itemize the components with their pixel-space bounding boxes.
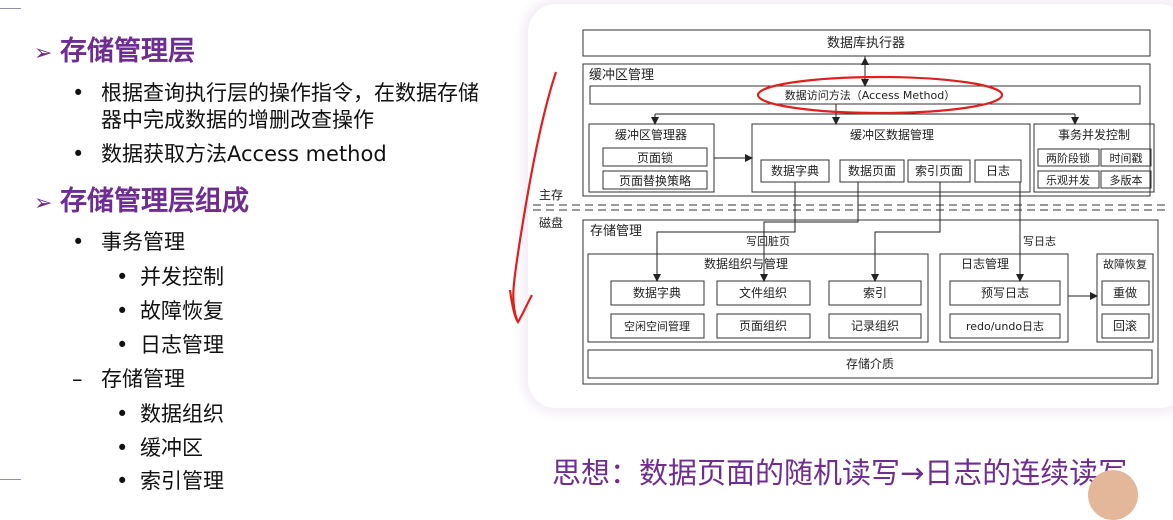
data-org-item: 索引 (863, 286, 887, 300)
data-org-label: 数据组织与管理 (704, 256, 788, 271)
bullet-tx-manage-text: 事务管理 (101, 230, 185, 254)
bullet-dot-icon: • (72, 142, 85, 166)
sub-bullet-text: 并发控制 (140, 265, 224, 289)
heading-storage-layer-text: 存储管理层 (60, 36, 195, 67)
heading-storage-components: ➢ 存储管理层组成 (34, 186, 249, 220)
access-method-highlight (756, 75, 1004, 115)
tx-item-box (1100, 170, 1152, 189)
heading-storage-components-text: 存储管理层组成 (60, 186, 249, 217)
log-item-box (949, 313, 1061, 339)
tx-concurrency-box (1033, 123, 1155, 193)
bullet-access-method-text: 数据获取方法Access method (101, 142, 387, 166)
buffer-item-index: 索引页面 (915, 164, 963, 178)
heading-storage-layer: ➢ 存储管理层 (34, 36, 195, 70)
data-org-box (587, 253, 929, 343)
log-item-wal: 预写日志 (981, 286, 1029, 300)
data-org-item: 数据字典 (633, 285, 681, 300)
recovery-item-box (1101, 280, 1150, 306)
bullet-dot-icon: • (72, 230, 85, 254)
bullet-storage-manage-text: 存储管理 (101, 367, 185, 391)
recovery-item-rollback: 回滚 (1113, 318, 1137, 333)
buffer-data-mgmt-label: 缓冲区数据管理 (850, 127, 934, 142)
bullet-dot-icon: • (72, 81, 85, 105)
executor-box (582, 29, 1151, 57)
dict-to-disk-arrow (653, 182, 796, 282)
fault-recovery-label: 故障恢复 (1103, 257, 1147, 271)
buffer-item-page: 数据页面 (848, 163, 896, 178)
executor-label: 数据库执行器 (827, 35, 905, 51)
dash-bullet: – (72, 367, 83, 391)
buffer-mgmt-label: 缓冲区管理 (589, 68, 654, 83)
presenter-avatar (1088, 470, 1138, 520)
tx-item-box (1100, 148, 1152, 167)
slide-frame-curve (0, 8, 21, 480)
page-lock-box (602, 147, 708, 167)
tx-item-box (1037, 170, 1100, 189)
tx-item-timestamp: 时间戳 (1110, 152, 1143, 165)
bullet-dot-icon: • (116, 436, 129, 460)
data-org-item: 文件组织 (739, 285, 787, 300)
annotation-bracket (512, 71, 558, 321)
storage-mgmt-box (582, 219, 1159, 385)
access-method-label: 数据访问方法（Access Method） (785, 88, 955, 102)
data-org-item-box (610, 313, 705, 339)
storage-media-label: 存储介质 (846, 356, 894, 371)
disk-label: 磁盘 (539, 215, 563, 230)
slide: ➢ 存储管理层 • 根据查询执行层的操作指令，在数据存储器中完成数据的增删改查操作… (0, 4, 1173, 520)
log-mgmt-label: 日志管理 (961, 256, 1009, 271)
storage-mgmt-label: 存储管理 (590, 224, 642, 239)
buffer-manager-label: 缓冲区管理器 (615, 127, 687, 142)
arrow-bullet-icon: ➢ (34, 41, 53, 66)
bullet-dot-icon: • (116, 333, 129, 357)
data-org-item: 记录组织 (851, 319, 899, 333)
bullet-dot-icon: • (116, 402, 129, 426)
buffer-item-log: 日志 (986, 164, 1010, 178)
page-replace-box (602, 170, 708, 190)
page-lock-label: 页面锁 (637, 150, 673, 165)
log-mgmt-box (939, 253, 1069, 343)
diagram-card (528, 4, 1173, 408)
index-to-disk-arrow (871, 182, 941, 282)
sub-bullet-text: 故障恢复 (140, 299, 224, 323)
tx-item-box (1037, 148, 1100, 167)
page-writeback-arrow (760, 182, 859, 282)
buffer-item-box (907, 159, 971, 183)
tx-item-mvcc: 多版本 (1110, 173, 1143, 187)
annotation-arrowhead (508, 289, 533, 324)
idea-caption: 思想：数据页面的随机读写→日志的连续读写 (552, 456, 1128, 490)
arrow-bullet-icon: ➢ (34, 191, 53, 216)
buffer-item-dict: 数据字典 (771, 163, 819, 178)
tx-concurrency-label: 事务并发控制 (1058, 127, 1130, 142)
write-log-label: 写日志 (1023, 235, 1056, 248)
buffer-item-box (839, 159, 905, 183)
main-memory-label: 主存 (539, 188, 563, 202)
storage-architecture-diagram: 数据库执行器 缓冲区管理 数据访问方法（Access Method） 缓冲区管理… (508, 29, 1165, 385)
sub-bullet-text: 数据组织 (140, 402, 224, 426)
log-item-redo-undo: redo/undo日志 (966, 320, 1044, 333)
tx-item-optimistic: 乐观并发 (1046, 173, 1090, 187)
buffer-item-box (974, 159, 1022, 183)
sub-bullet-text: 缓冲区 (140, 436, 203, 460)
sub-bullet-text: 日志管理 (140, 333, 224, 357)
bullet-dot-icon: • (116, 265, 129, 289)
storage-media-box (587, 349, 1153, 379)
data-org-item-box (828, 313, 922, 339)
page-replace-label: 页面替换策略 (619, 173, 691, 188)
bullet-operation-text: 根据查询执行层的操作指令，在数据存储器中完成数据的增删改查操作 (101, 81, 479, 132)
log-item-box (949, 280, 1061, 306)
recovery-item-redo: 重做 (1113, 285, 1137, 300)
recovery-item-box (1101, 313, 1150, 339)
data-org-item: 空闲空间管理 (624, 319, 690, 333)
write-dirty-label: 写回脏页 (746, 235, 790, 248)
data-org-item: 页面组织 (739, 319, 787, 333)
data-org-item-box (716, 313, 811, 339)
bullet-dot-icon: • (116, 299, 129, 323)
tx-item-2pl: 两阶段锁 (1046, 151, 1090, 165)
